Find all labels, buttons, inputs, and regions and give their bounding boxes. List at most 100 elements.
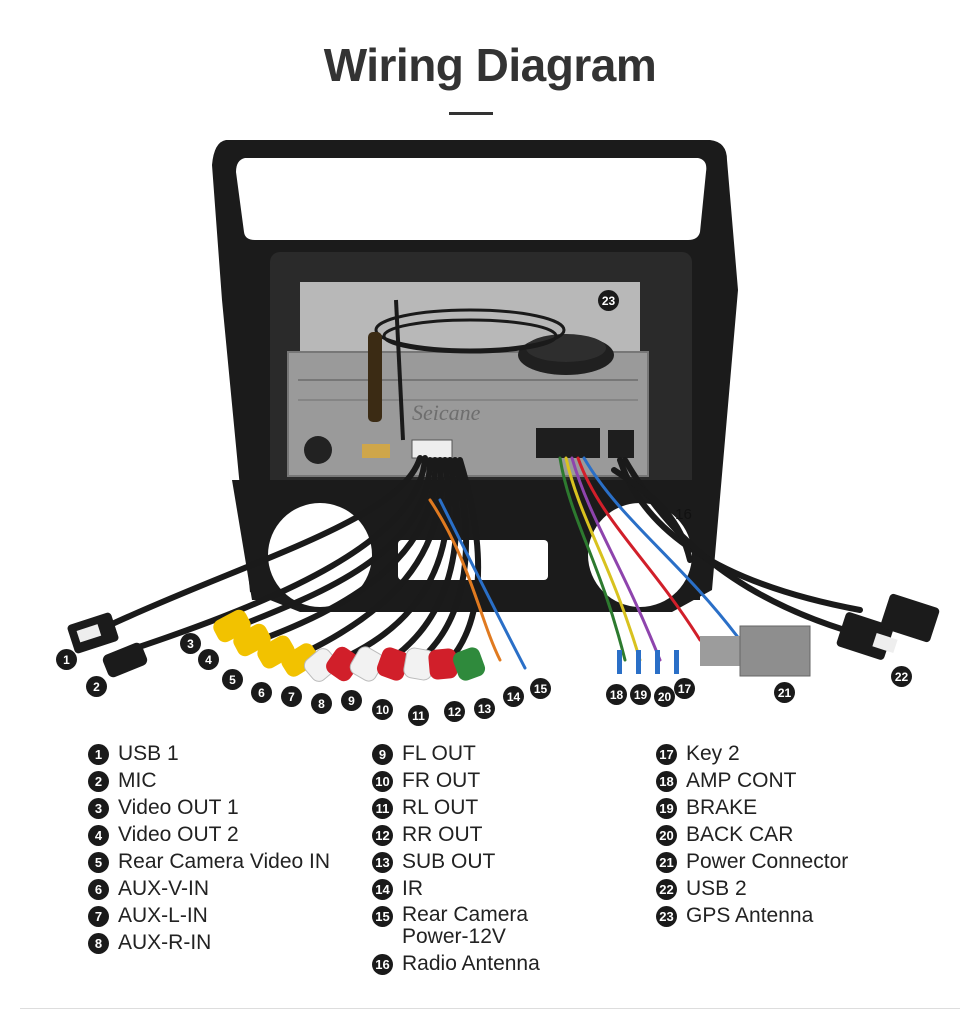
callout-11: 11 <box>408 705 429 726</box>
legend-label: AUX-R-IN <box>118 931 212 954</box>
legend-label: USB 2 <box>686 877 747 900</box>
legend-badge: 20 <box>656 825 677 846</box>
legend-label: SUB OUT <box>402 850 496 873</box>
legend-item-sub-out: 13 SUB OUT <box>372 850 552 877</box>
legend-badge: 21 <box>656 852 677 873</box>
legend-label: Video OUT 1 <box>118 796 239 819</box>
legend-item-rear-camera-video-in: 5 Rear Camera Video IN <box>88 850 330 877</box>
legend-badge: 6 <box>88 879 109 900</box>
legend-label: Key 2 <box>686 742 740 765</box>
key-wire-pins <box>617 650 679 674</box>
callout-22: 22 <box>891 666 912 687</box>
legend-badge: 22 <box>656 879 677 900</box>
legend-item-fl-out: 9 FL OUT <box>372 742 552 769</box>
legend-item-mic: 2 MIC <box>88 769 330 796</box>
legend-label: BRAKE <box>686 796 758 819</box>
callout-1: 1 <box>56 649 77 670</box>
page-title: Wiring Diagram <box>323 39 657 91</box>
callout-12: 12 <box>444 701 465 722</box>
callout-4: 4 <box>198 649 219 670</box>
legend-item-back-car: 20 BACK CAR <box>656 823 848 850</box>
callout-16: 16 <box>675 506 692 523</box>
mic-connector <box>102 642 148 678</box>
legend-label: Radio Antenna <box>402 952 540 975</box>
legend-label: Rear Camera Video IN <box>118 850 331 873</box>
legend-badge: 3 <box>88 798 109 819</box>
legend-item-aux-l-in: 7 AUX-L-IN <box>88 904 330 931</box>
legend-item-usb-1: 1 USB 1 <box>88 742 330 769</box>
legend-badge: 5 <box>88 852 109 873</box>
legend-label: BACK CAR <box>686 823 794 846</box>
legend-item-fr-out: 10 FR OUT <box>372 769 552 796</box>
callout-14: 14 <box>503 686 524 707</box>
rca-plugs <box>213 609 486 682</box>
legend-badge: 16 <box>372 954 393 975</box>
watermark: Seicane <box>412 400 481 425</box>
callout-10: 10 <box>372 699 393 720</box>
callout-13: 13 <box>474 698 495 719</box>
upper-opening <box>236 158 707 240</box>
legend-badge: 8 <box>88 933 109 954</box>
power-connector <box>700 625 811 677</box>
legend-badge: 1 <box>88 744 109 765</box>
callout-18: 18 <box>606 684 627 705</box>
legend-badge: 11 <box>372 798 393 819</box>
callout-15: 15 <box>530 678 551 699</box>
callout-6: 6 <box>251 682 272 703</box>
legend-badge: 4 <box>88 825 109 846</box>
legend-item-rl-out: 11 RL OUT <box>372 796 552 823</box>
legend-label: FL OUT <box>402 742 476 765</box>
callout-9: 9 <box>341 690 362 711</box>
legend-badge: 19 <box>656 798 677 819</box>
legend-badge: 17 <box>656 744 677 765</box>
legend-badge: 2 <box>88 771 109 792</box>
legend-item-aux-v-in: 6 AUX-V-IN <box>88 877 330 904</box>
callout-7: 7 <box>281 686 302 707</box>
legend-item-rear-camera-power: 15 Rear Camera Power-12V <box>372 904 552 952</box>
legend-label: AUX-V-IN <box>118 877 210 900</box>
callout-19: 19 <box>630 684 651 705</box>
callout-20: 20 <box>654 686 675 707</box>
legend-label: FR OUT <box>402 769 481 792</box>
legend-label: RL OUT <box>402 796 479 819</box>
usb-2-connectors <box>836 593 940 660</box>
legend-label: GPS Antenna <box>686 904 814 927</box>
legend-label: USB 1 <box>118 742 179 765</box>
usb-1-connector <box>67 612 119 654</box>
legend-badge: 7 <box>88 906 109 927</box>
legend-badge: 15 <box>372 906 393 927</box>
legend-item-video-out-1: 3 Video OUT 1 <box>88 796 330 823</box>
title-underline <box>449 112 493 115</box>
callout-2: 2 <box>86 676 107 697</box>
antenna-stub <box>368 332 382 422</box>
legend-item-key-2: 17 Key 2 <box>656 742 848 769</box>
legend-item-aux-r-in: 8 AUX-R-IN <box>88 931 330 958</box>
legend-badge: 10 <box>372 771 393 792</box>
legend-badge: 23 <box>656 906 677 927</box>
legend-label: MIC <box>118 769 157 792</box>
head-unit-illustration: Seicane <box>67 140 940 682</box>
legend-item-usb-2: 22 USB 2 <box>656 877 848 904</box>
legend-item-gps-antenna: 23 GPS Antenna <box>656 904 848 931</box>
callout-5: 5 <box>222 669 243 690</box>
legend-badge: 13 <box>372 852 393 873</box>
legend-badge: 14 <box>372 879 393 900</box>
legend-item-power-connector: 21 Power Connector <box>656 850 848 877</box>
callout-17: 17 <box>674 678 695 699</box>
legend-badge: 12 <box>372 825 393 846</box>
legend-label: Rear Camera Power-12V <box>402 903 529 948</box>
bottom-divider <box>20 1008 960 1009</box>
legend-item-brake: 19 BRAKE <box>656 796 848 823</box>
callout-8: 8 <box>311 693 332 714</box>
legend-label: RR OUT <box>402 823 483 846</box>
legend-item-radio-antenna: 16 Radio Antenna <box>372 952 552 979</box>
legend-label: AUX-L-IN <box>118 904 208 927</box>
legend-item-rr-out: 12 RR OUT <box>372 823 552 850</box>
legend-badge: 9 <box>372 744 393 765</box>
legend-label: Power Connector <box>686 850 849 873</box>
